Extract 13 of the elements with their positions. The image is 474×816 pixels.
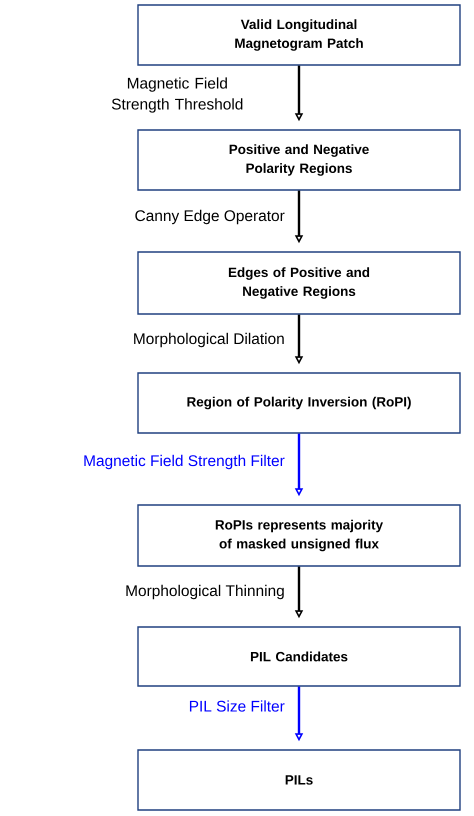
process-box: PILs xyxy=(137,749,461,811)
process-box: Valid Longitudinal Magnetogram Patch xyxy=(137,4,461,66)
process-box: PIL Candidates xyxy=(137,626,461,687)
edge-label: Canny Edge Operator xyxy=(135,210,285,224)
edge-label: Magnetic Field Strength Filter xyxy=(84,454,284,470)
process-box: Region of Polarity Inversion (RoPI) xyxy=(137,372,461,434)
edge-label: Magnetic Field Strength Threshold xyxy=(112,77,242,113)
process-box: Edges of Positive and Negative Regions xyxy=(137,251,461,315)
process-box: RoPIs represents majority of masked unsigned flux xyxy=(137,504,461,567)
edge-label: PIL Size Filter xyxy=(190,700,285,712)
edge-label: Morphological Dilation xyxy=(134,332,284,348)
edge-label: Morphological Thinning xyxy=(126,584,284,600)
process-box: Positive and Negative Polarity Regions xyxy=(137,129,461,191)
